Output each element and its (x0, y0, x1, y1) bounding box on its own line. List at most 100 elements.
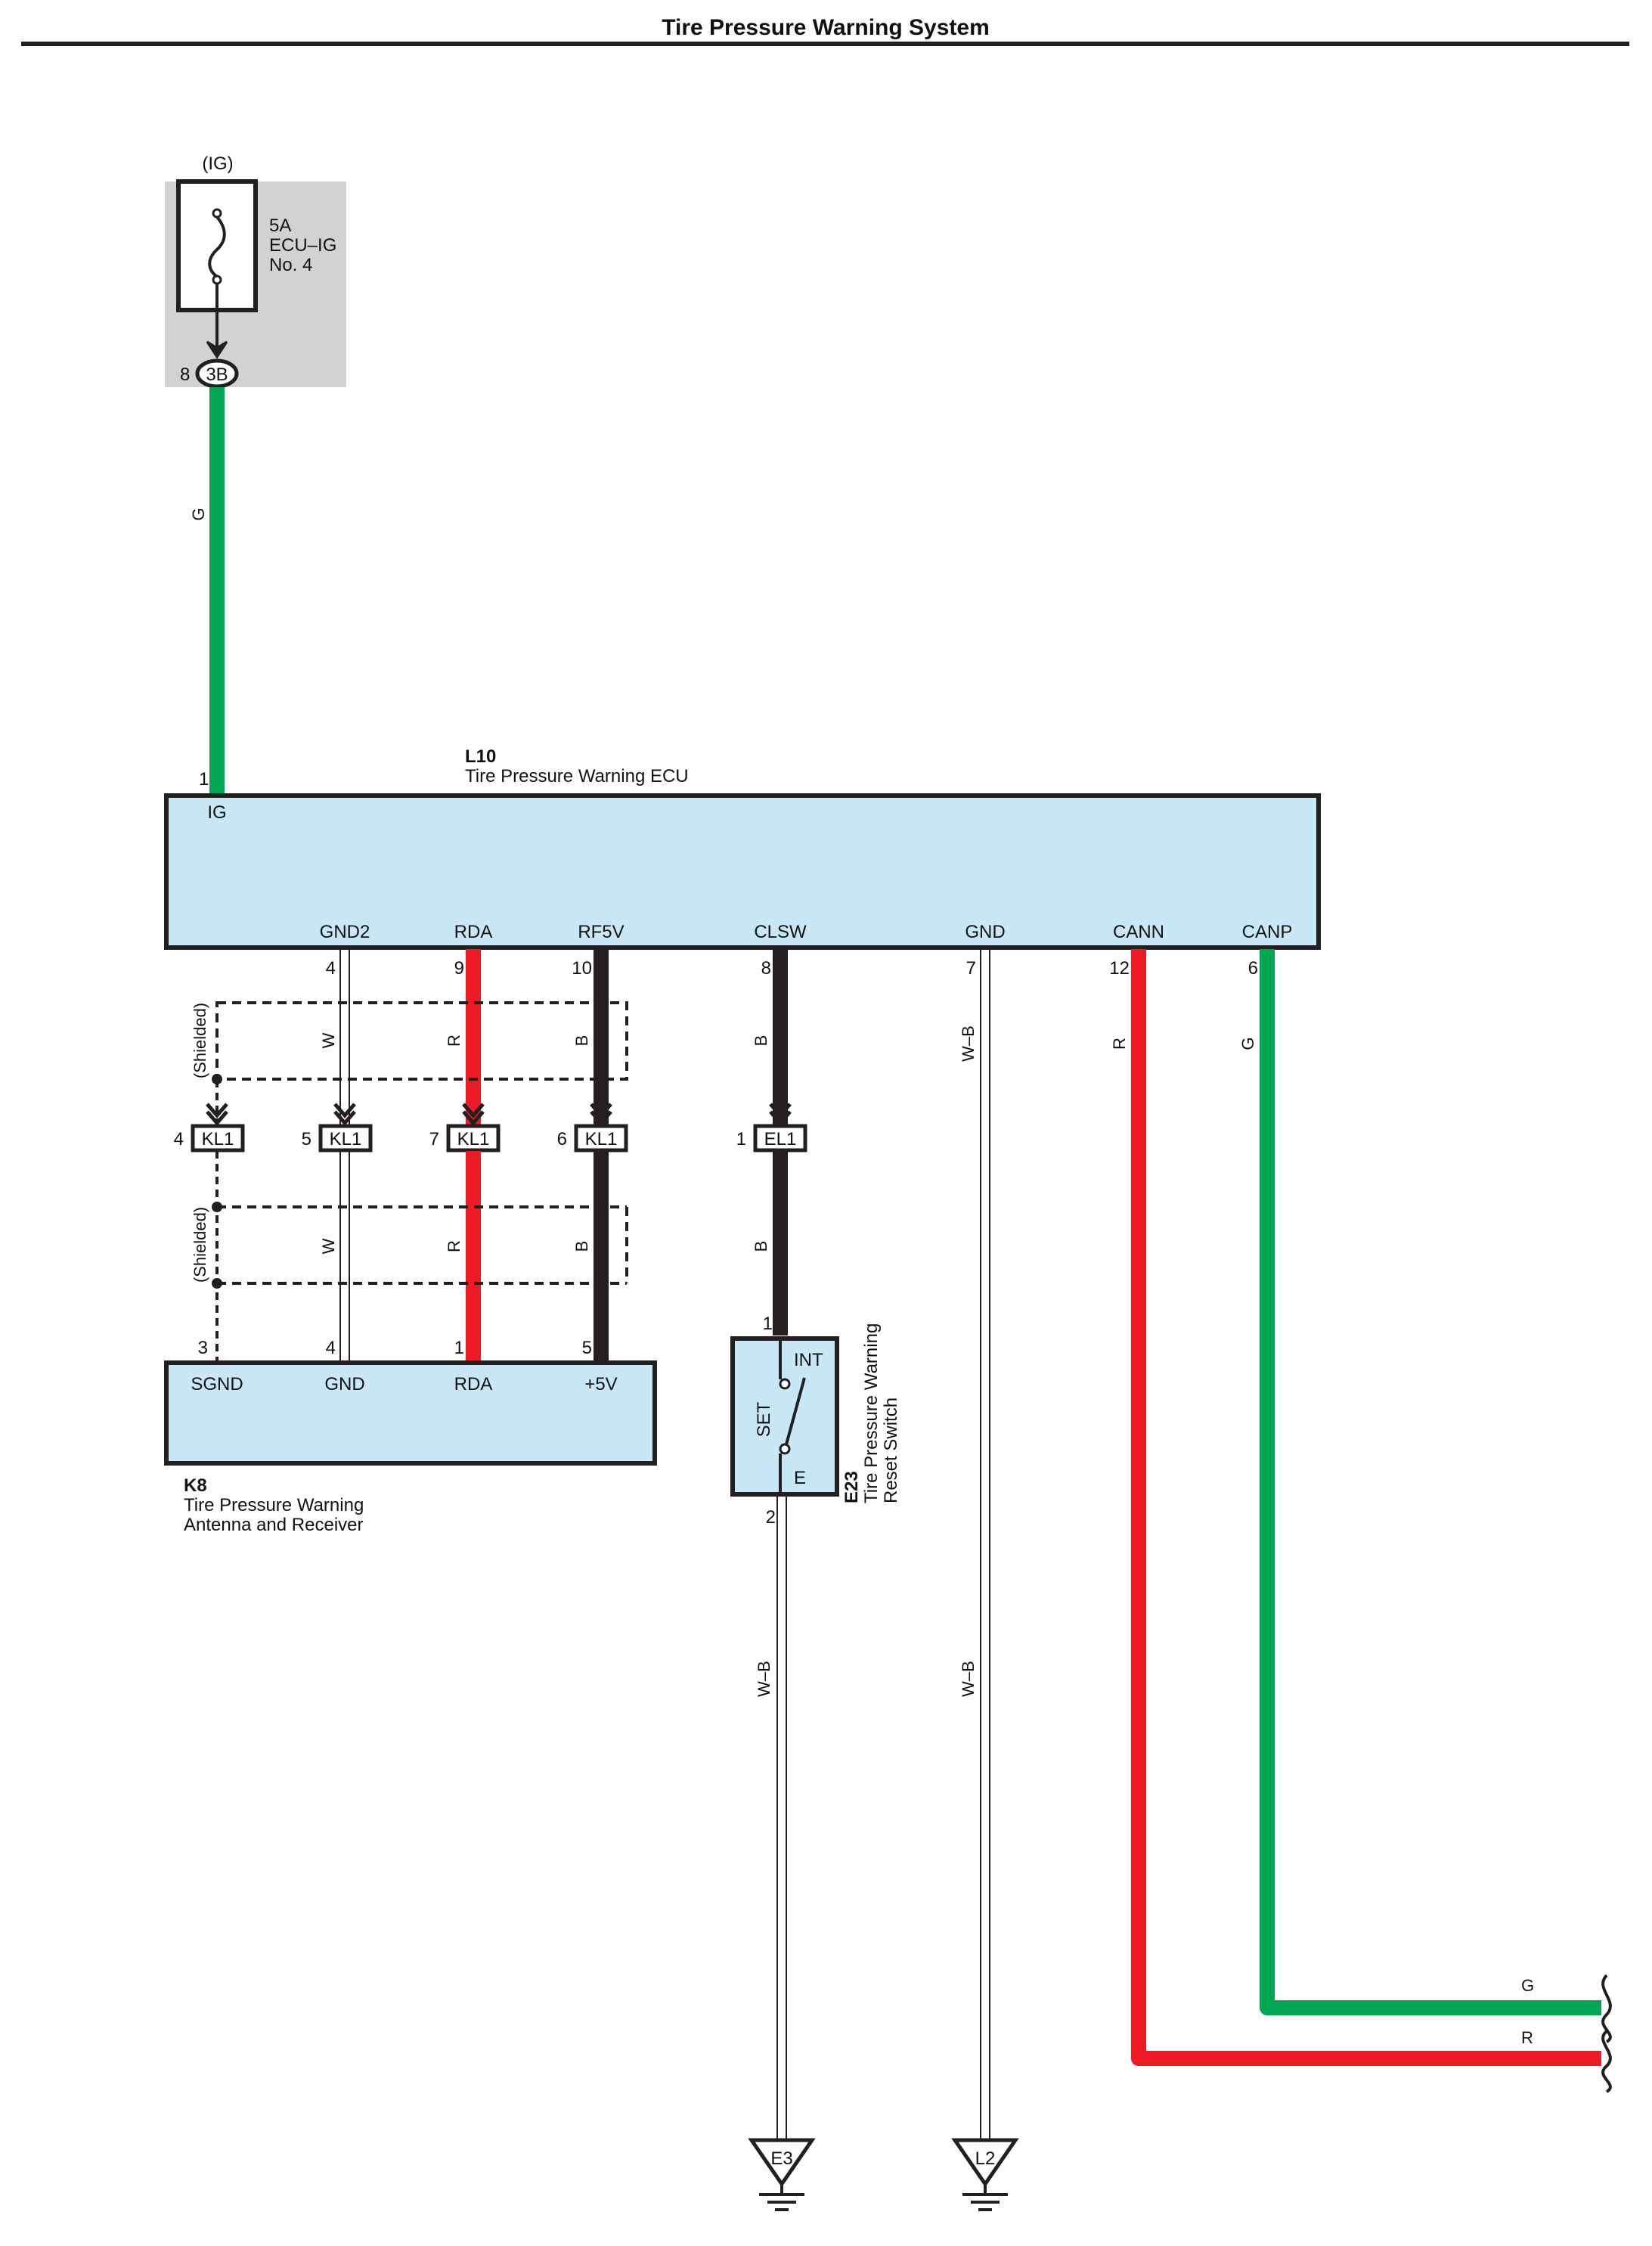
ground-l2-label: L2 (975, 2148, 996, 2169)
fuse-block: (IG) 5A ECU–IG No. 4 8 3B (165, 154, 346, 389)
switch-contact-int (779, 1378, 791, 1390)
fuse-terminal-top (212, 208, 222, 219)
switch-pin-bottom: 2 (766, 1507, 776, 1528)
fuse-terminal-bottom (212, 275, 222, 285)
fuse-arrow-icon (206, 340, 228, 359)
wire-cann-out-color: R (1521, 2028, 1533, 2047)
svg-text:KL1: KL1 (585, 1129, 618, 1149)
connector-kl1-pin5: KL1 5 (302, 1124, 373, 1152)
fuse-supply-label: (IG) (202, 154, 233, 174)
fuse-element-icon (208, 216, 226, 278)
fuse-name: ECU–IG (269, 235, 336, 256)
ecu-pin-clsw: 8 (761, 958, 771, 979)
fuse-connector-pin: 8 (180, 365, 190, 385)
connector-kl1-pin4: KL1 4 (174, 1124, 245, 1152)
switch-code: E23 (841, 1471, 862, 1503)
ecu-code: L10 (465, 746, 496, 767)
wire-cann-color: R (1110, 1038, 1129, 1050)
shield-upper-label: (Shielded) (191, 1003, 209, 1078)
ecu-pin-cann: 12 (1109, 958, 1130, 979)
ecu-terminal-gnd: GND (965, 922, 1005, 942)
ecu-ig-pin: 1 (199, 769, 209, 790)
switch-set-label: SET (754, 1401, 774, 1437)
svg-text:5: 5 (302, 1129, 311, 1149)
receiver-k8: 3 4 1 5 SGND GND RDA +5V K8 Tire Pressur… (164, 1338, 657, 1535)
ecu-terminal-rda: RDA (454, 922, 493, 942)
ecu-terminal-rf5v: RF5V (578, 922, 624, 942)
wire-canp (1260, 949, 1601, 2015)
ecu-pin-rda: 9 (454, 958, 464, 979)
wire-cann (1131, 949, 1601, 2066)
ecu-l10: L10 Tire Pressure Warning ECU 1 IG GND2 … (164, 746, 1321, 979)
fuse-connector-label: 3B (206, 365, 228, 385)
ground-e3-label: E3 (770, 2148, 792, 2169)
wire-clsw-upper-color: B (752, 1035, 770, 1047)
receiver-terminal-5v: +5V (584, 1374, 617, 1394)
wire-switch-ground (776, 1496, 787, 2142)
ecu-terminal-cann: CANN (1113, 922, 1164, 942)
receiver-terminal-gnd: GND (324, 1374, 364, 1394)
wire-rda-lower-color: R (445, 1240, 463, 1252)
svg-text:6: 6 (557, 1129, 567, 1149)
ecu-pin-gnd2: 4 (326, 958, 336, 979)
wire-rf5v-lower-color: B (572, 1241, 591, 1252)
ecu-pin-rf5v: 10 (572, 958, 592, 979)
switch-name-line2: Reset Switch (881, 1398, 901, 1503)
connector-el1-pin1: EL1 1 (736, 1124, 807, 1152)
svg-text:7: 7 (429, 1129, 439, 1149)
wire-switch-ground-color: W–B (755, 1661, 773, 1697)
wire-rf5v-upper-color: B (572, 1035, 591, 1047)
ecu-pin-gnd: 7 (966, 958, 976, 979)
wire-gnd-color: W–B (959, 1025, 978, 1062)
receiver-pin-5v: 5 (582, 1338, 592, 1358)
svg-text:KL1: KL1 (457, 1129, 490, 1149)
switch-e-label: E (794, 1468, 806, 1488)
break-mark-canp-icon (1601, 1974, 1612, 2043)
receiver-box (164, 1360, 657, 1466)
svg-text:KL1: KL1 (330, 1129, 362, 1149)
svg-text:EL1: EL1 (764, 1129, 797, 1149)
break-mark-cann-icon (1601, 2030, 1612, 2093)
svg-text:4: 4 (174, 1129, 184, 1149)
connector-kl1-pin7: KL1 7 (429, 1124, 501, 1152)
receiver-code: K8 (184, 1475, 207, 1496)
wire-gnd (980, 949, 990, 2142)
receiver-pin-sgnd: 3 (198, 1338, 208, 1358)
fuse-connector-3b (195, 358, 239, 389)
fuse-number: No. 4 (269, 255, 312, 275)
wire-rda-upper-color: R (445, 1035, 463, 1047)
page-title: Tire Pressure Warning System (662, 15, 990, 40)
receiver-terminal-sgnd: SGND (191, 1374, 243, 1394)
receiver-pin-rda: 1 (454, 1338, 464, 1358)
ecu-name: Tire Pressure Warning ECU (465, 766, 689, 786)
ground-l2: L2 (955, 2140, 1015, 2210)
wire-gnd2-lower (339, 1151, 350, 1361)
connector-kl1-pin6: KL1 6 (557, 1124, 628, 1152)
wire-canp-out-color: G (1521, 1976, 1534, 1995)
ecu-terminal-canp: CANP (1242, 922, 1293, 942)
receiver-name-line1: Tire Pressure Warning (184, 1495, 364, 1515)
wire-gnd2-upper (339, 949, 350, 1125)
wire-clsw-lower-color: B (752, 1241, 770, 1252)
switch-name-line1: Tire Pressure Warning (861, 1323, 882, 1503)
receiver-name-line2: Antenna and Receiver (184, 1515, 364, 1535)
svg-text:KL1: KL1 (202, 1129, 234, 1149)
wire-gnd-lower-color: W–B (959, 1661, 978, 1697)
receiver-pin-gnd: 4 (326, 1338, 336, 1358)
ecu-terminal-gnd2: GND2 (320, 922, 370, 942)
ecu-terminal-clsw: CLSW (754, 922, 807, 942)
shield-lower-label: (Shielded) (191, 1207, 209, 1283)
ecu-pin-canp: 6 (1248, 958, 1258, 979)
switch-contact-e (779, 1443, 791, 1455)
switch-box (730, 1336, 839, 1497)
switch-int-label: INT (794, 1350, 823, 1370)
fuse-rating: 5A (269, 216, 291, 236)
ecu-box (164, 793, 1321, 950)
svg-text:1: 1 (736, 1129, 746, 1149)
switch-pin-top: 1 (763, 1314, 773, 1334)
ecu-ig-label: IG (207, 802, 226, 823)
wire-ig-color: G (189, 507, 208, 520)
shield-upper: (Shielded) (191, 1001, 628, 1084)
wire-gnd2-lower-color: W (319, 1238, 338, 1254)
